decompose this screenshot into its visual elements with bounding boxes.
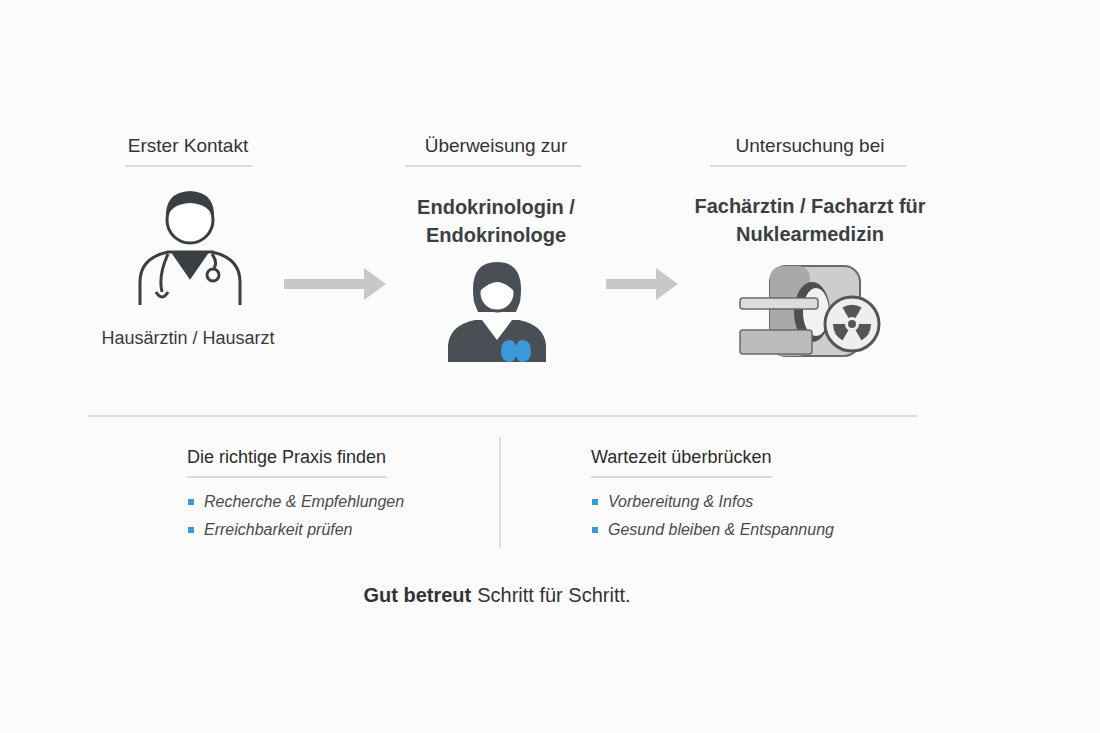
scanner-icon bbox=[740, 266, 879, 356]
bullet-text: Erreichbarkeit prüfen bbox=[204, 520, 353, 540]
step-heading: Erster Kontakt bbox=[92, 134, 284, 158]
footer-text: Schritt für Schritt. bbox=[477, 582, 630, 608]
underline bbox=[187, 476, 387, 478]
thyroid-symbol bbox=[501, 340, 531, 362]
doctor-hair bbox=[473, 262, 521, 312]
scanner-table bbox=[740, 298, 818, 309]
doctor-hair bbox=[166, 191, 214, 220]
stethoscope bbox=[212, 254, 216, 268]
bullet-text: Recherche & Empfehlungen bbox=[204, 492, 404, 512]
underline bbox=[710, 165, 906, 167]
footer-line: Gut betreutSchritt für Schritt. bbox=[0, 582, 994, 608]
bullet bbox=[188, 499, 194, 505]
column-divider bbox=[499, 437, 501, 548]
stethoscope bbox=[156, 292, 168, 297]
radiation-center bbox=[848, 320, 856, 328]
doctor-collar bbox=[482, 320, 512, 340]
bullet bbox=[592, 527, 598, 533]
doctor-body bbox=[140, 252, 240, 305]
footer-emphasis: Gut betreut bbox=[363, 582, 471, 608]
bullet bbox=[592, 499, 598, 505]
step-specialist: Fachärztin / Facharzt für Nuklearmedizin bbox=[678, 192, 942, 248]
step-heading: Untersuchung bei bbox=[678, 134, 942, 158]
radiation-blade bbox=[856, 324, 872, 340]
divider-line bbox=[88, 415, 917, 417]
stethoscope bbox=[207, 269, 219, 281]
scanner-base bbox=[740, 330, 812, 354]
doctor-head bbox=[479, 275, 515, 311]
bullet-text: Gesund bleiben & Entspannung bbox=[608, 520, 834, 540]
step-node: Untersuchung beiFachärztin / Facharzt fü… bbox=[678, 128, 942, 368]
arrow-head bbox=[656, 268, 678, 300]
doctor-collar bbox=[172, 252, 208, 278]
stethoscope bbox=[161, 254, 168, 292]
endocrinologist-icon bbox=[448, 262, 546, 362]
bullet-text: Vorbereitung & Infos bbox=[608, 492, 753, 512]
doctor-icon bbox=[140, 191, 240, 305]
radiation-symbol bbox=[833, 305, 871, 340]
radiation-symbol bbox=[825, 297, 879, 351]
flow-arrow bbox=[606, 268, 678, 300]
underline bbox=[125, 165, 252, 167]
column-heading: Die richtige Praxis finden bbox=[187, 446, 386, 468]
underline bbox=[591, 476, 772, 478]
column-heading: Wartezeit überbrücken bbox=[591, 446, 771, 468]
arrow-shaft bbox=[284, 279, 366, 289]
underline bbox=[405, 165, 581, 167]
doctor-hair bbox=[479, 274, 515, 292]
step-node: Erster KontaktHausärztin / Hausarzt bbox=[92, 128, 284, 368]
step-heading: Überweisung zur bbox=[386, 134, 606, 158]
step-specialist: Endokrinologin / Endokrinologe bbox=[386, 193, 606, 249]
arrow-head bbox=[364, 268, 386, 300]
step-role: Hausärztin / Hausarzt bbox=[92, 326, 284, 350]
step-node: Überweisung zurEndokrinologin / Endokrin… bbox=[386, 128, 606, 368]
bullet bbox=[188, 527, 194, 533]
arrow-shaft bbox=[606, 279, 658, 289]
radiation-blade bbox=[833, 324, 849, 340]
doctor-body bbox=[448, 320, 546, 362]
radiation-blade bbox=[843, 305, 862, 318]
flow-arrow bbox=[284, 268, 386, 300]
